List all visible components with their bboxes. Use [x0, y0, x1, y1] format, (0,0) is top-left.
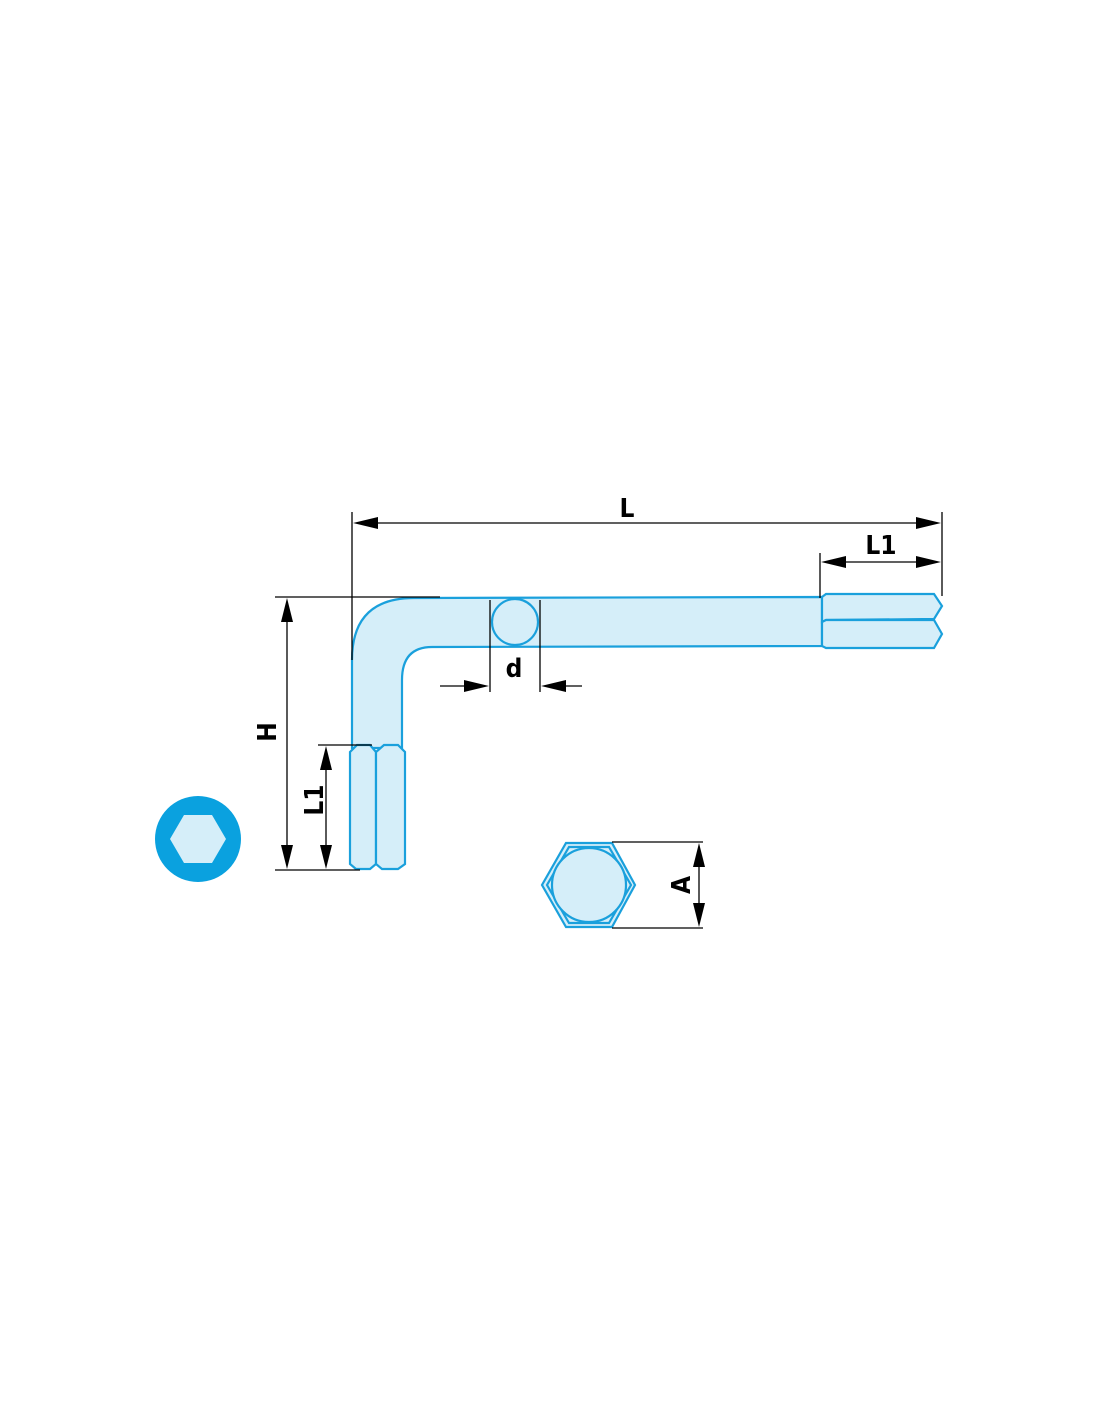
arrow-left	[353, 517, 378, 529]
label-across-flats: A	[667, 876, 697, 894]
hex-inner-outline	[545, 845, 633, 925]
dimension-tip-vertical: L1	[300, 744, 372, 869]
hex-cross-section	[540, 841, 637, 929]
dimension-diameter: d	[440, 600, 582, 692]
arrow-right	[916, 517, 941, 529]
dimension-length: L	[351, 494, 943, 660]
label-length: L	[620, 494, 635, 524]
dimension-across-flats: A	[612, 841, 705, 929]
dimension-height: H	[253, 596, 440, 871]
label-tip-vertical: L1	[300, 784, 330, 815]
hex-socket-icon	[155, 796, 241, 882]
diameter-circle	[490, 597, 540, 647]
hex-key-body	[348, 592, 944, 871]
key-shank	[350, 595, 824, 750]
label-diameter: d	[506, 654, 523, 684]
horizontal-tip-lower	[820, 618, 944, 650]
horizontal-tip	[820, 592, 944, 624]
label-tip-horizontal: L1	[865, 531, 896, 561]
vertical-tip-right	[374, 743, 407, 871]
dimension-tip-horizontal: L1	[819, 531, 941, 598]
hex-inscribed-circle	[550, 846, 628, 924]
label-height: H	[253, 722, 283, 742]
vertical-tip-left	[348, 743, 378, 871]
